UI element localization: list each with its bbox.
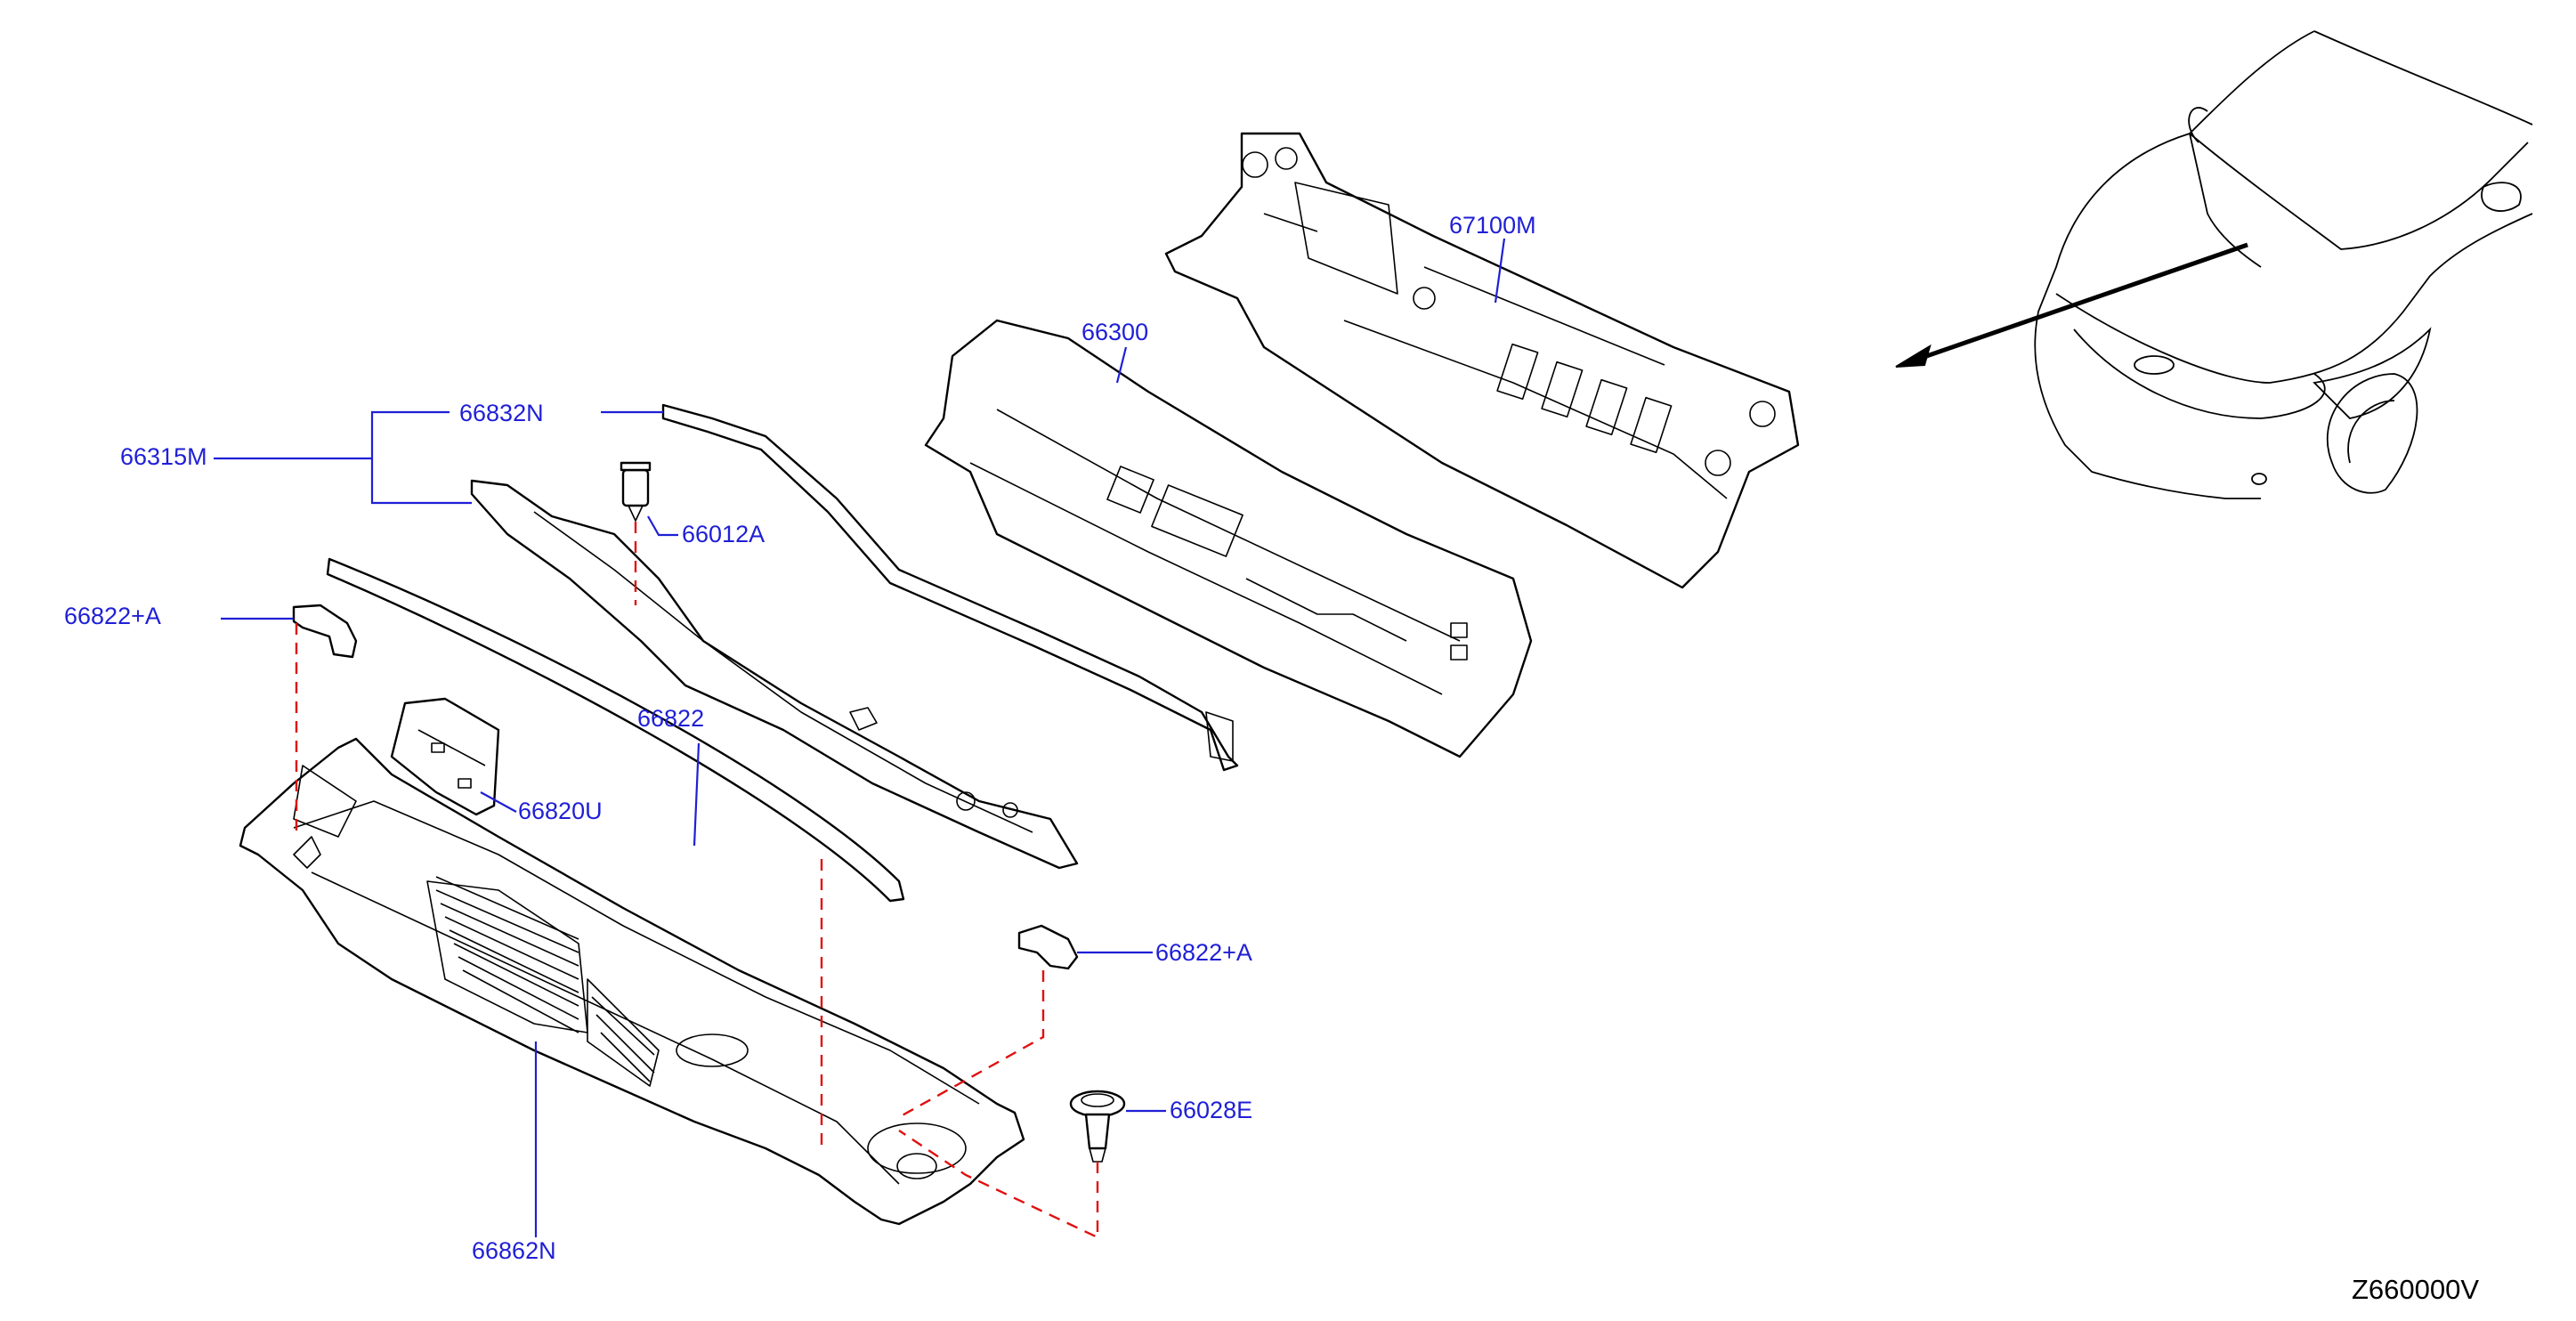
clip-66028E[interactable] xyxy=(1069,1090,1126,1163)
part-label-66832N[interactable]: 66832N xyxy=(459,400,544,426)
drawing-code: Z660000V xyxy=(2352,1274,2480,1305)
part-label-66300[interactable]: 66300 xyxy=(1081,319,1149,345)
part-label-66012A[interactable]: 66012A xyxy=(682,521,766,547)
cowl-top-panel-67100M[interactable] xyxy=(1164,132,1800,589)
part-label-66822[interactable]: 66822 xyxy=(637,705,705,732)
part-label-66028E[interactable]: 66028E xyxy=(1170,1097,1253,1123)
part-label-66862N[interactable]: 66862N xyxy=(472,1237,556,1264)
bracket-66822A-right[interactable] xyxy=(1017,924,1079,970)
alignment-lines xyxy=(295,522,1099,1239)
vehicle-location-icon xyxy=(1895,30,2533,499)
part-label-67100M[interactable]: 67100M xyxy=(1449,212,1536,239)
bracket-66822A-top[interactable] xyxy=(292,604,358,659)
part-label-66822A-right[interactable]: 66822+A xyxy=(1155,939,1252,966)
part-label-66315M[interactable]: 66315M xyxy=(120,443,207,470)
seal-assembly-66315M[interactable] xyxy=(470,479,1079,870)
cover-66820U[interactable] xyxy=(390,697,500,816)
hose-66832N[interactable] xyxy=(661,403,1239,772)
cowl-top-66300[interactable] xyxy=(924,319,1533,758)
clip-66012A[interactable] xyxy=(620,461,652,522)
leader-lines xyxy=(214,238,1506,1237)
grille-mesh xyxy=(435,876,655,1082)
part-label-66820U[interactable]: 66820U xyxy=(518,798,603,824)
weatherstrip-66822[interactable] xyxy=(326,557,905,903)
part-label-66822A-top[interactable]: 66822+A xyxy=(64,603,161,629)
cowl-grille-66862N[interactable] xyxy=(239,737,1025,1226)
